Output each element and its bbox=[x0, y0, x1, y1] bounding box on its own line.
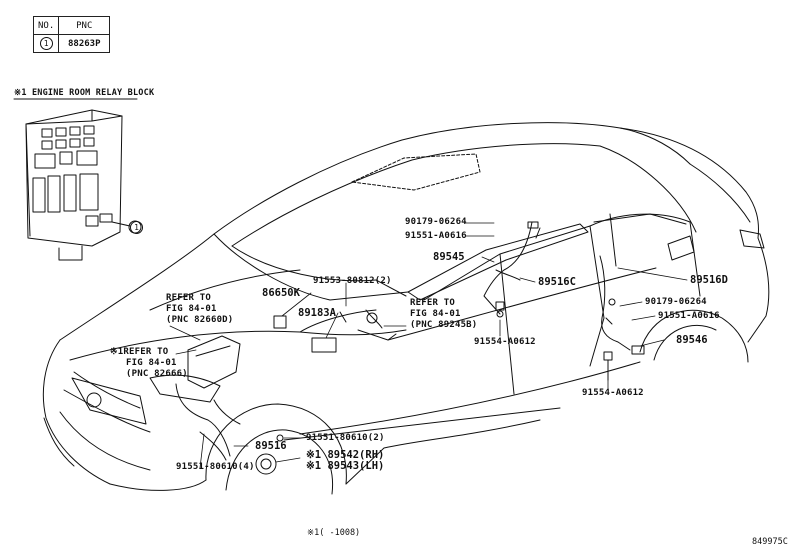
brand-emblem bbox=[86, 392, 102, 408]
figure-id: 849975C bbox=[752, 537, 788, 547]
label-89516d: 89516D bbox=[690, 274, 728, 286]
label-91551-a0616-right: 91551-A0616 bbox=[658, 311, 720, 321]
wiring-and-parts bbox=[175, 221, 645, 475]
ref-note-82666: ※1REFER TO FIG 84-01 (PNC 82666) bbox=[110, 347, 188, 380]
label-90179-06264-right: 90179-06264 bbox=[645, 297, 707, 307]
clip-91554-mid bbox=[495, 301, 505, 311]
label-91551-a0616-top: 91551-A0616 bbox=[405, 231, 467, 241]
car-outline bbox=[42, 122, 770, 495]
ref-note-82666-line1: ※1REFER TO bbox=[110, 347, 169, 357]
ref-note-82660d-line3: (PNC 82660D) bbox=[166, 315, 234, 325]
clip-91554-low bbox=[603, 351, 613, 361]
label-86650k: 86650K bbox=[262, 287, 300, 299]
label-89183a: 89183A bbox=[298, 307, 336, 319]
part-89183a bbox=[311, 337, 337, 353]
label-89543-lh: ※1 89543(LH) bbox=[306, 460, 385, 472]
label-90179-06264-top: 90179-06264 bbox=[405, 217, 467, 227]
ref-note-89245b-line1: REFER TO bbox=[410, 298, 455, 308]
relay-block-title: ※1 ENGINE ROOM RELAY BLOCK bbox=[14, 88, 155, 98]
relay-block-callout: 1 bbox=[130, 221, 143, 234]
relay-block-illustration bbox=[25, 109, 142, 261]
sensor-89546 bbox=[631, 345, 645, 355]
ref-note-82666-line3: (PNC 82666) bbox=[126, 369, 188, 379]
label-91551-80610-4: 91551-80610(4) bbox=[176, 462, 255, 472]
ref-note-82660d-line1: REFER TO bbox=[166, 293, 211, 303]
ref-note-89245b-line3: (PNC 89245B) bbox=[410, 320, 478, 330]
label-91554-a0612-mid: 91554-A0612 bbox=[474, 337, 536, 347]
footnote: ※1( -1008) bbox=[307, 528, 361, 538]
label-91553-80812: 91553-80812(2) bbox=[313, 276, 392, 286]
label-89516: 89516 bbox=[255, 440, 287, 452]
label-91554-a0612-low: 91554-A0612 bbox=[582, 388, 644, 398]
part-89245b bbox=[366, 312, 378, 324]
sensor-89542 bbox=[255, 453, 277, 475]
pnc-row-no: 1 bbox=[39, 37, 53, 50]
label-89546: 89546 bbox=[676, 334, 708, 346]
ref-note-82660d: REFER TO FIG 84-01 (PNC 82660D) bbox=[166, 293, 233, 326]
pnc-table: NO. PNC 1 88263P bbox=[32, 16, 111, 53]
pnc-row-pnc: 88263P bbox=[58, 34, 111, 53]
ref-note-82666-line2: FIG 84-01 bbox=[126, 358, 177, 368]
ref-note-89245b-line2: FIG 84-01 bbox=[410, 309, 461, 319]
label-89516c: 89516C bbox=[538, 276, 576, 288]
leader-lines bbox=[169, 222, 688, 469]
clip-89545 bbox=[527, 221, 539, 229]
label-91551-80610-2: 91551-80610(2) bbox=[306, 433, 385, 443]
label-89545: 89545 bbox=[433, 251, 465, 263]
pnc-row-no-cell: 1 bbox=[32, 34, 60, 53]
ref-note-82660d-line2: FIG 84-01 bbox=[166, 304, 217, 314]
ref-note-89245b: REFER TO FIG 84-01 (PNC 89245B) bbox=[410, 298, 477, 331]
part-86650k bbox=[273, 315, 287, 329]
label-89542-rh: ※1 89542(RH) bbox=[306, 449, 385, 461]
